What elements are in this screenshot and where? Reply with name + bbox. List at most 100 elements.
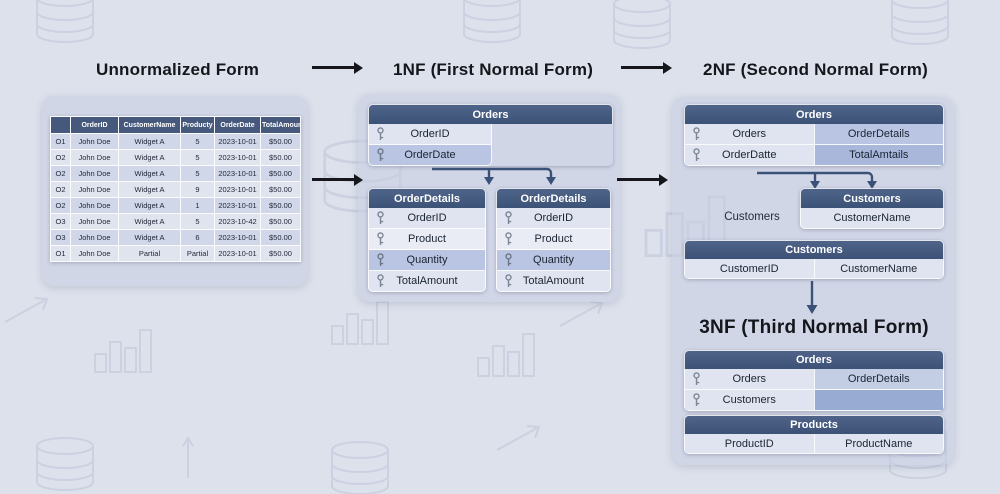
key-icon <box>693 127 700 140</box>
cell: John Doe <box>70 165 119 182</box>
cell: John Doe <box>70 149 119 166</box>
entity-field-row: TotalAmount <box>368 271 486 292</box>
cell: O1 <box>50 133 71 150</box>
column-header: CustomerName <box>118 116 181 134</box>
entity-header: Orders <box>684 104 944 124</box>
cell: O2 <box>50 149 71 166</box>
cell: $50.00 <box>260 245 301 262</box>
key-icon <box>377 148 384 161</box>
entity-field-row: Quantity <box>368 250 486 271</box>
cell: OrderDetails <box>813 124 943 144</box>
cell: CustomerName <box>813 259 943 278</box>
entity-header: Orders <box>684 350 944 369</box>
cell: 5 <box>180 149 215 166</box>
table-row: O2 John Doe Widget A 9 2023-10-01 $50.00 <box>50 181 301 198</box>
key-icon <box>377 253 384 266</box>
cell: CustomerID <box>685 259 814 278</box>
cell: 2023-10-01 <box>214 229 261 246</box>
entity-field-row: OrderID <box>368 208 486 229</box>
cell: Widget A <box>118 213 181 230</box>
unnormalized-table: OrderID CustomerName Producty OrderDate … <box>50 116 301 262</box>
nf1-connector-arrows <box>432 167 556 185</box>
cell: O2 <box>50 181 71 198</box>
field-name: OrderDatte <box>722 149 777 161</box>
first-normal-form-title: 1NF (First Normal Form) <box>392 60 594 79</box>
cell: OrderDatte <box>685 145 814 165</box>
cell: $50.00 <box>260 149 301 166</box>
cell: Widget A <box>118 133 181 150</box>
key-icon <box>377 211 384 224</box>
key-icon <box>693 372 700 385</box>
cell: ProductID <box>685 434 814 453</box>
nf3-products-table: Products ProductID ProductName <box>684 415 944 454</box>
cell: O2 <box>50 197 71 214</box>
field-name: CustomerName <box>840 262 918 275</box>
key-icon <box>505 274 512 287</box>
cell: Partial <box>180 245 215 262</box>
entity-field-row: Quantity <box>496 250 611 271</box>
cell: Widget A <box>118 229 181 246</box>
field-name: OrderDetails <box>847 373 910 385</box>
cell: Widget A <box>118 197 181 214</box>
cell: John Doe <box>70 133 119 150</box>
entity-field-row: Product <box>368 229 486 250</box>
field-name: ProductID <box>724 437 774 450</box>
field-name: Orders <box>732 373 767 385</box>
key-icon <box>377 274 384 287</box>
cell: John Doe <box>70 181 119 198</box>
entity-field-row: CustomerName <box>800 208 944 229</box>
cell: $50.00 <box>260 229 301 246</box>
entity-header: Customers <box>800 188 944 208</box>
nf2-connector-arrows <box>757 171 877 189</box>
cell: Widget A <box>118 165 181 182</box>
cell: Customers <box>685 390 814 410</box>
entity-header: Products <box>684 415 944 434</box>
key-icon <box>693 393 700 406</box>
nf1-orderdetails-right-table: OrderDetails OrderID Product Quantity To… <box>496 188 611 292</box>
nf1-orders-table: Orders OrderID OrderDate <box>368 104 613 166</box>
third-normal-form-title: 3NF (Third Normal Form) <box>699 317 929 338</box>
field-name: Customers <box>722 394 776 406</box>
field-name: TotalAmount <box>396 275 458 287</box>
cell: John Doe <box>70 213 119 230</box>
nf2-to-nf3-arrow <box>806 281 818 314</box>
entity-header: Orders <box>368 104 613 124</box>
cell: 5 <box>180 213 215 230</box>
cell: O2 <box>50 165 71 182</box>
entity-field-row: Orders OrderDetails <box>684 369 944 390</box>
entity-header: OrderDetails <box>496 188 611 208</box>
column-header <box>50 116 71 134</box>
table-row: O3 John Doe Widget A 6 2023-10-01 $50.00 <box>50 229 301 246</box>
flow-arrow-icon <box>312 61 363 74</box>
cell: $50.00 <box>260 165 301 182</box>
cell: Partial <box>118 245 181 262</box>
table-row: O2 John Doe Widget A 1 2023-10-01 $50.00 <box>50 197 301 214</box>
customers-floating-label: Customers <box>724 211 780 223</box>
cell: $50.00 <box>260 181 301 198</box>
entity-field-row: OrderDate <box>368 145 492 166</box>
table-row: O3 John Doe Widget A 5 2023-10-42 $50.00 <box>50 213 301 230</box>
second-normal-form-title: 2NF (Second Normal Form) <box>703 60 928 79</box>
nf2-customers-table: Customers CustomerID CustomerName <box>684 240 944 279</box>
field-name: OrderID <box>407 212 447 224</box>
cell: O1 <box>50 245 71 262</box>
cell: Orders <box>685 369 814 389</box>
field-name: Product <box>534 233 573 245</box>
cell: $50.00 <box>260 197 301 214</box>
table-row: O2 John Doe Widget A 5 2023-10-01 $50.00 <box>50 165 301 182</box>
flow-arrow-icon <box>621 61 672 74</box>
field-name: ProductName <box>845 437 913 450</box>
cell: $50.00 <box>260 213 301 230</box>
field-name: CustomerName <box>833 212 911 224</box>
cell: O3 <box>50 213 71 230</box>
cell: 2023-10-42 <box>214 213 261 230</box>
entity-field-row: OrderID <box>368 124 492 145</box>
key-icon <box>505 211 512 224</box>
entity-field-row: CustomerID CustomerName <box>684 259 944 279</box>
flow-arrow-icon <box>312 173 363 186</box>
nf1-orderdetails-left-table: OrderDetails OrderID Product Quantity To… <box>368 188 486 292</box>
field-name: TotalAmount <box>522 275 585 287</box>
nf3-orders-table: Orders Orders OrderDetails Customers <box>684 350 944 411</box>
field-name: Orders <box>732 128 767 140</box>
